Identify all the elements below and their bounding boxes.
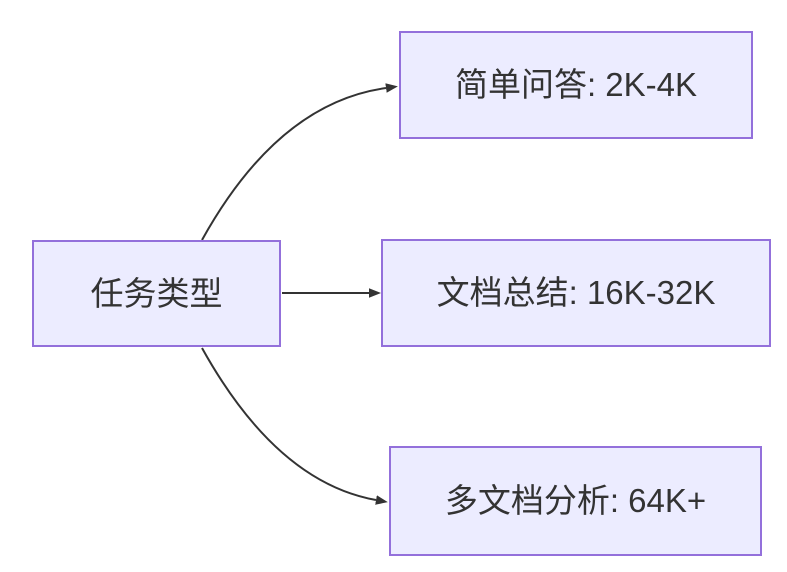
node-task-type: 任务类型 <box>32 240 281 347</box>
edge-task-to-simple-qa <box>201 83 398 241</box>
edge-task-to-multidoc <box>201 347 388 505</box>
node-task-type-label: 任务类型 <box>90 274 223 312</box>
node-multidoc-analysis-label: 多文档分析: 64K+ <box>444 482 707 520</box>
node-doc-summary-label: 文档总结: 16K-32K <box>436 274 716 312</box>
node-simple-qa-label: 简单问答: 2K-4K <box>454 66 698 104</box>
node-doc-summary: 文档总结: 16K-32K <box>381 239 771 347</box>
node-multidoc-analysis: 多文档分析: 64K+ <box>389 446 762 556</box>
node-simple-qa: 简单问答: 2K-4K <box>399 31 753 139</box>
